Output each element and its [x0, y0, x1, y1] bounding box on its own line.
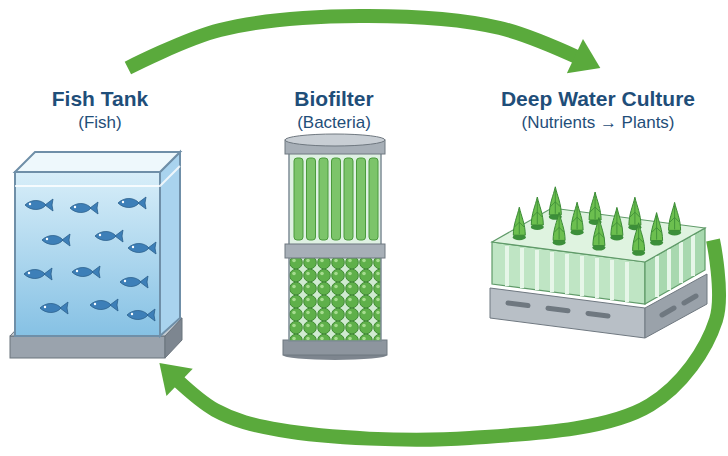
arrow-head [567, 39, 600, 73]
stage-subtitle: (Fish) [78, 112, 121, 134]
stage-heading: Deep Water Culture [501, 86, 695, 112]
stage-heading: Biofilter [294, 86, 373, 112]
flow-line [128, 16, 600, 68]
flow-line [159, 240, 719, 440]
flow-arrow [159, 240, 719, 440]
stage-node: Fish Tank(Fish) [10, 68, 190, 363]
stage-subtitle: (Bacteria) [297, 112, 371, 134]
arrow-head [159, 363, 192, 396]
stage-node: Biofilter(Bacteria) [278, 68, 390, 363]
stage-heading: Fish Tank [52, 86, 148, 112]
deep-water-culture-drawing [490, 187, 707, 375]
stage-subtitle: (Nutrients → Plants) [521, 112, 674, 134]
fish-tank-drawing [10, 152, 182, 358]
flow-arrow [128, 16, 600, 73]
biofilter-drawing [283, 134, 387, 360]
stage-node: Deep Water Culture(Nutrients → Plants) [483, 68, 713, 353]
